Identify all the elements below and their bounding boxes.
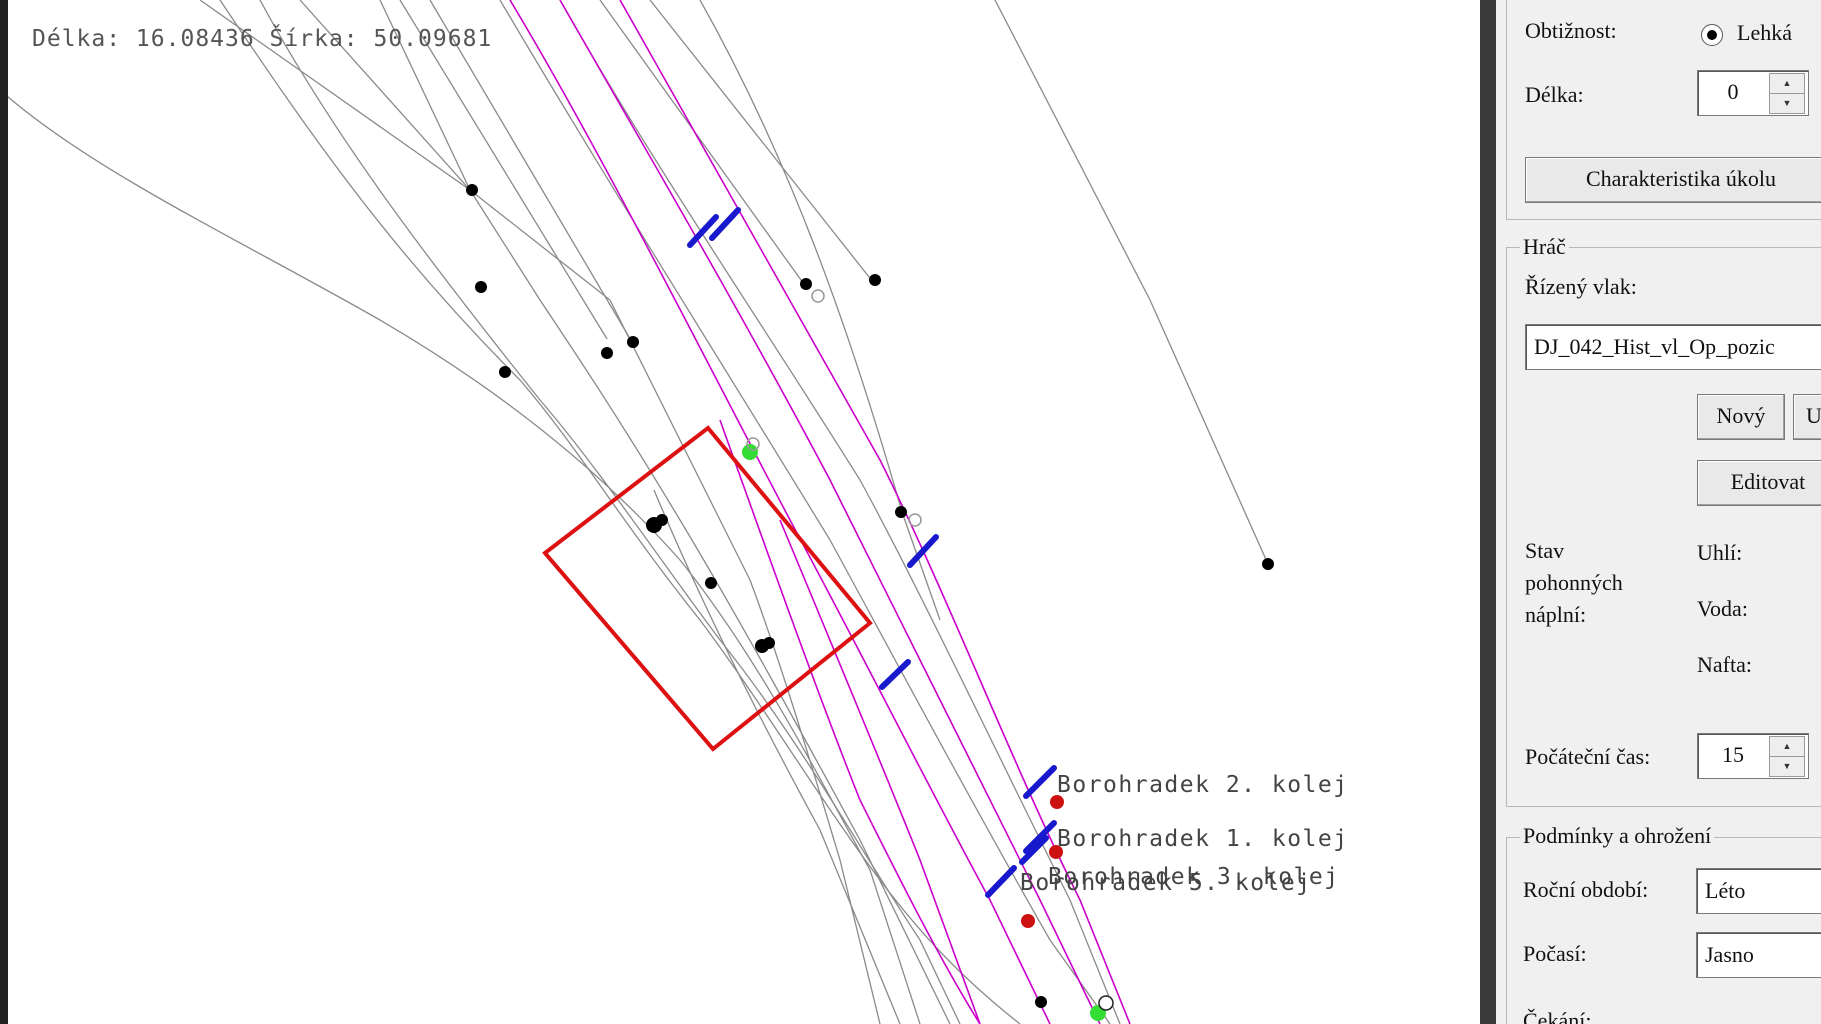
next-label: Čekání: bbox=[1523, 1008, 1592, 1024]
coordinates-readout: Délka: 16.08436 Šírka: 50.09681 bbox=[32, 26, 493, 52]
node bbox=[627, 336, 639, 348]
fuel-label-line1: Stav bbox=[1525, 538, 1565, 563]
track-label-2[interactable]: Borohradek 2. kolej bbox=[1057, 772, 1349, 798]
player-group-title: Hráč bbox=[1520, 234, 1569, 260]
weather-select[interactable]: Jasno bbox=[1696, 932, 1821, 978]
track-lines bbox=[0, 0, 1269, 1024]
node bbox=[466, 184, 478, 196]
signal bbox=[709, 207, 741, 241]
track-label-5[interactable]: Borohradek 5. kolej bbox=[1020, 870, 1312, 896]
signal bbox=[1019, 835, 1049, 865]
conditions-group bbox=[1506, 837, 1821, 1024]
signal bbox=[1023, 765, 1057, 799]
train-label: Řízený vlak: bbox=[1525, 274, 1637, 299]
difficulty-label: Obtižnost: bbox=[1525, 18, 1617, 43]
node bbox=[705, 577, 717, 589]
train-field[interactable]: DJ_042_Hist_vl_Op_pozic bbox=[1525, 324, 1821, 370]
danger-dot bbox=[1050, 795, 1064, 809]
water-label: Voda: bbox=[1697, 596, 1748, 621]
window-border bbox=[0, 0, 8, 1024]
track-map[interactable]: Borohradek 2. kolej Borohradek 1. kolej … bbox=[0, 0, 1480, 1024]
signal bbox=[879, 659, 911, 690]
difficulty-radio[interactable] bbox=[1701, 24, 1723, 46]
weather-label: Počasí: bbox=[1523, 941, 1587, 966]
signal bbox=[1023, 820, 1057, 854]
start-time-label: Počáteční čas: bbox=[1525, 744, 1651, 769]
length-value[interactable]: 0 bbox=[1727, 79, 1739, 104]
start-time-stepper[interactable]: 15 ▲ ▼ bbox=[1697, 733, 1809, 779]
node bbox=[475, 281, 487, 293]
node bbox=[601, 347, 613, 359]
length-label: Délka: bbox=[1525, 82, 1584, 107]
edit-button[interactable]: Editovat bbox=[1697, 460, 1821, 506]
danger-dot bbox=[1021, 914, 1035, 928]
conditions-group-title: Podmínky a ohrožení bbox=[1520, 823, 1715, 849]
track-label-3[interactable]: Borohradek 3. kolej bbox=[1048, 864, 1340, 890]
length-stepper[interactable]: 0 ▲ ▼ bbox=[1697, 70, 1809, 116]
clock-icon bbox=[1098, 995, 1114, 1011]
marker-ring bbox=[811, 289, 825, 303]
track-nodes bbox=[466, 184, 1274, 1008]
stepper-down-icon[interactable]: ▼ bbox=[1769, 756, 1805, 777]
stepper-down-icon[interactable]: ▼ bbox=[1769, 93, 1805, 114]
ok-dot bbox=[742, 444, 758, 460]
signal bbox=[687, 214, 719, 248]
fuel-label-line2: pohonných bbox=[1525, 570, 1623, 595]
marker-ring bbox=[746, 437, 760, 451]
status-dots bbox=[742, 289, 1114, 1021]
task-group bbox=[1506, 0, 1821, 220]
signal bbox=[907, 534, 939, 568]
fuel-label-line3: náplní: bbox=[1525, 602, 1587, 627]
season-select[interactable]: Léto bbox=[1696, 868, 1821, 914]
u-button[interactable]: U bbox=[1793, 394, 1821, 440]
node bbox=[763, 637, 775, 649]
danger-dot bbox=[1049, 845, 1063, 859]
selection-rectangle[interactable] bbox=[542, 425, 873, 752]
difficulty-value[interactable]: Lehká bbox=[1737, 20, 1792, 45]
stepper-up-icon[interactable]: ▲ bbox=[1769, 736, 1805, 757]
season-label: Roční období: bbox=[1523, 877, 1649, 902]
node bbox=[869, 274, 881, 286]
signal bbox=[985, 865, 1017, 898]
splitter[interactable] bbox=[1480, 0, 1496, 1024]
signals bbox=[687, 207, 1057, 898]
diesel-label: Nafta: bbox=[1697, 652, 1752, 677]
marker-ring bbox=[908, 513, 922, 527]
task-characteristics-button[interactable]: Charakteristika úkolu bbox=[1525, 157, 1821, 203]
track-label-1[interactable]: Borohradek 1. kolej bbox=[1057, 826, 1349, 852]
node bbox=[1262, 558, 1274, 570]
node bbox=[1035, 996, 1047, 1008]
node bbox=[499, 366, 511, 378]
node bbox=[895, 506, 907, 518]
stepper-up-icon[interactable]: ▲ bbox=[1769, 73, 1805, 94]
new-button[interactable]: Nový bbox=[1697, 394, 1785, 440]
coal-label: Uhlí: bbox=[1697, 540, 1743, 565]
route-lines bbox=[509, 0, 1131, 1024]
node bbox=[800, 278, 812, 290]
node bbox=[656, 514, 668, 526]
side-panel: Obtižnost: Lehká Délka: 0 ▲ ▼ Charakteri… bbox=[1496, 0, 1821, 1024]
start-time-value[interactable]: 15 bbox=[1722, 742, 1744, 767]
map-view[interactable]: Borohradek 2. kolej Borohradek 1. kolej … bbox=[0, 0, 1480, 1024]
player-group bbox=[1506, 247, 1821, 807]
